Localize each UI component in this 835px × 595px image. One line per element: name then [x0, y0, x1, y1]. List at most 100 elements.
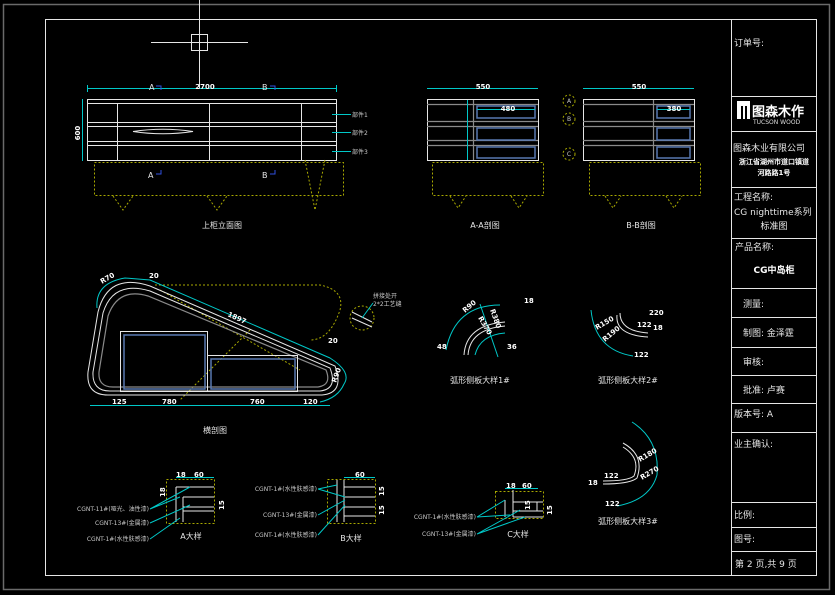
arc3-dim: 18: [588, 479, 598, 487]
elevation-caption: 上柜立面图: [202, 220, 242, 230]
detail-c-note-2: CGNT-13#(金属漆): [422, 530, 476, 538]
arc2-caption: 弧形侧板大样2#: [598, 375, 658, 385]
arc1-caption: 弧形侧板大样1#: [450, 375, 510, 385]
detail-c: 18 60 15 15 CGNT-1#(水性肤感漆) CGNT-13#(金属漆)…: [414, 482, 554, 539]
plan-section: 1897 125 780 760 120 R70 20 20 R90 拼接处开 …: [87, 271, 402, 435]
arc1-dim: 48: [437, 343, 447, 351]
detail-b-note-1: CGNT-1#(水性肤感漆): [255, 485, 317, 493]
section-marker-a: A: [149, 83, 155, 92]
arc2-dim: 18: [653, 324, 663, 332]
detail-c-dim: 18: [506, 482, 516, 490]
product-name: CG中岛柜: [754, 264, 795, 276]
detail-c-dim: 60: [522, 482, 532, 490]
page-indicator: 第 2 页,共 9 页: [735, 558, 797, 570]
section-aa: 550 480 A-A剖图: [427, 83, 544, 230]
arc2-dim: 122: [634, 351, 649, 359]
detail-a-dim: 18: [176, 471, 186, 479]
width-dim: 2700: [195, 83, 215, 91]
title-block: 订单号: 图森木作 TUCSON WOOD 图森木业有限公司 浙江省湖州市道口镇…: [731, 19, 816, 576]
detail-b-dim: 15: [378, 505, 386, 515]
svg-text:图森木作: 图森木作: [752, 104, 804, 120]
plan-note-line1: 拼接处开: [373, 292, 397, 300]
plan-radius-dim-3: 20: [328, 337, 338, 345]
plan-bottom-dim-2: 780: [162, 398, 177, 406]
project-label: 工程名称:: [734, 191, 773, 203]
survey-field: 测量:: [743, 299, 764, 310]
address-line1: 浙江省湖州市道口镇道: [739, 157, 809, 166]
arc-detail-3: R180 R270 122 18 122 弧形侧板大样3#: [588, 421, 660, 526]
detail-a: 18 60 18 15 CGNT-11#(哑光、油性漆) CGNT-13#(金属…: [77, 471, 226, 543]
aa-inner-dim: 480: [501, 105, 516, 113]
project-name-line2: 标准图: [760, 220, 787, 232]
scale-field: 比例:: [734, 509, 755, 521]
inner-frame: [45, 19, 817, 576]
section-marker-b-bottom: B: [262, 171, 268, 180]
arc3-dim: 122: [605, 500, 620, 508]
section-marker-a-bottom: A: [148, 171, 154, 180]
arc-detail-2: R150 R190 220 122 18 122 弧形侧板大样2#: [590, 309, 664, 385]
detail-c-dim: 15: [524, 500, 532, 510]
address-line2: 河路路1号: [758, 168, 791, 177]
arc1-dim: R370: [476, 315, 493, 336]
upper-cabinet-elevation: 2700 600 A B A B 部件1 部件2 部件3 上柜立面图: [74, 83, 368, 230]
plan-radius-dim-4: R90: [330, 367, 343, 384]
order-no-label: 订单号:: [734, 37, 764, 49]
bb-width-dim: 550: [632, 83, 647, 91]
company-name: 图森木业有限公司: [733, 142, 805, 154]
section-marker-b: B: [262, 83, 268, 92]
detail-a-note-2: CGNT-13#(金属漆): [95, 519, 149, 527]
part-label-2: 部件2: [352, 129, 368, 137]
detail-a-dim: 60: [194, 471, 204, 479]
plan-caption: 横剖图: [203, 425, 227, 435]
plan-radius-dim-2: 20: [149, 272, 159, 280]
detail-c-dim: 15: [546, 505, 554, 515]
detail-b-caption: B大样: [340, 533, 362, 543]
plan-note-line2: 2*2工艺缝: [373, 300, 402, 308]
detail-a-note-1: CGNT-11#(哑光、油性漆): [77, 505, 149, 513]
bb-caption: B-B剖图: [626, 220, 656, 230]
arc1-dim: 18: [524, 297, 534, 305]
detail-a-dim: 18: [159, 487, 167, 497]
part-label-1: 部件1: [352, 111, 368, 119]
approve-field: 批准: 卢赛: [743, 384, 785, 396]
plan-bottom-dim-3: 760: [250, 398, 265, 406]
aa-width-dim: 550: [476, 83, 491, 91]
aa-caption: A-A剖图: [470, 220, 499, 230]
drawing-no-field: 图号:: [734, 534, 755, 545]
detail-b-dim: 60: [355, 471, 365, 479]
bb-inner-dim: 380: [667, 105, 682, 113]
detail-c-caption: C大样: [507, 529, 529, 539]
product-label: 产品名称:: [735, 241, 774, 253]
plan-bottom-dim-4: 120: [303, 398, 318, 406]
arc2-dim: 122: [637, 321, 652, 329]
detail-a-caption: A大样: [180, 531, 201, 541]
project-name: CG nighttime系列: [734, 206, 812, 218]
arc3-dim: R180: [637, 447, 658, 464]
arc3-dim: 122: [604, 472, 619, 480]
detail-b-note-3: CGNT-1#(水性肤感漆): [255, 531, 317, 539]
bb-marker-b: B: [567, 116, 571, 123]
review-field: 审核:: [743, 356, 764, 368]
arc3-dim: R270: [639, 465, 660, 482]
detail-b-note-2: CGNT-13#(金属漆): [263, 511, 317, 519]
svg-text:TUCSON WOOD: TUCSON WOOD: [752, 119, 801, 126]
owner-confirm-field: 业主确认:: [734, 438, 773, 450]
drafter-field: 制图: 金泽霆: [743, 327, 794, 339]
bb-marker-c: C: [567, 151, 571, 158]
outer-frame: [2, 3, 831, 591]
detail-c-note-1: CGNT-1#(水性肤感漆): [414, 513, 476, 521]
crosshair-icon: [151, 0, 248, 88]
version-field: 版本号: A: [734, 408, 774, 420]
detail-a-dim: 15: [218, 500, 226, 510]
detail-b: 60 15 15 CGNT-1#(水性肤感漆) CGNT-13#(金属漆) CG…: [255, 471, 386, 543]
detail-b-dim: 15: [378, 486, 386, 496]
tucson-logo: 图森木作 TUCSON WOOD: [737, 101, 804, 126]
arc3-caption: 弧形侧板大样3#: [598, 516, 658, 526]
arc1-dim: 36: [507, 343, 517, 351]
plan-bottom-dim-1: 125: [112, 398, 127, 406]
bb-marker-a: A: [567, 98, 572, 105]
height-dim: 600: [74, 126, 82, 141]
part-label-3: 部件3: [352, 148, 368, 156]
section-bb: 550 380 A B C B-B剖图: [562, 83, 701, 230]
